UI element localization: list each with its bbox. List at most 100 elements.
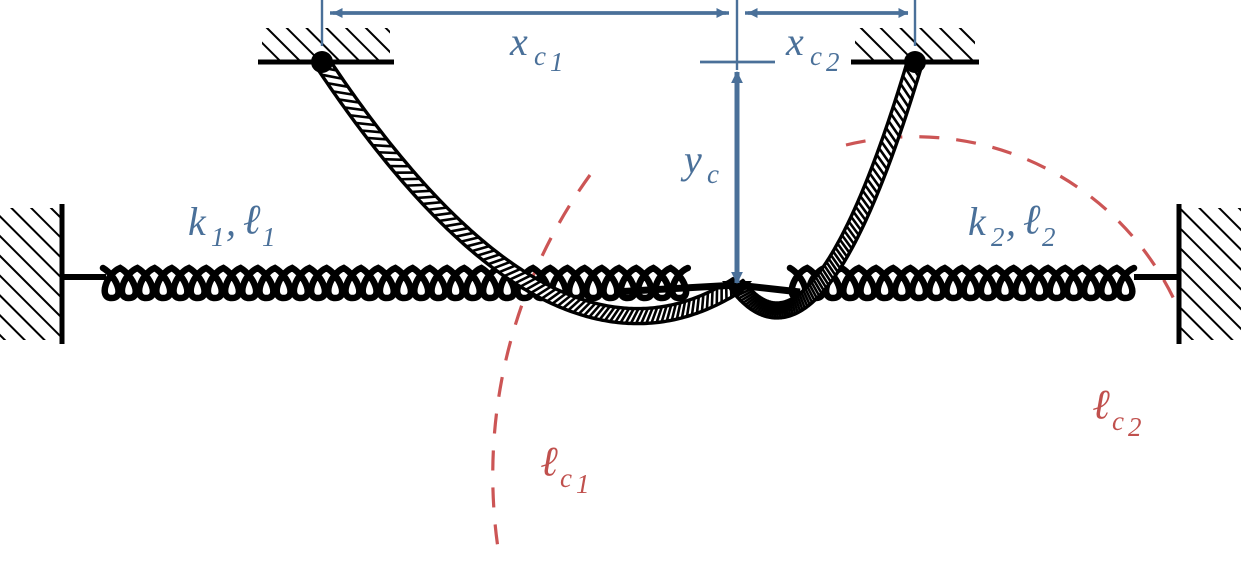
cable-strand	[810, 280, 821, 298]
cable-strand	[820, 267, 833, 284]
label-xc2-sub2: 2	[826, 47, 840, 77]
cable-strand	[690, 296, 696, 317]
spring-right-loops	[786, 264, 1138, 302]
label-l2-sub: 2	[1042, 222, 1056, 252]
cable-strand	[348, 113, 372, 120]
cable-strand	[459, 236, 481, 243]
cable-strand	[778, 301, 783, 320]
cable-strand	[790, 297, 797, 316]
label-spring-left-separator: ,	[226, 199, 236, 244]
cable-strand	[868, 171, 882, 189]
cable-strand	[582, 301, 597, 317]
cable-strand	[748, 296, 763, 310]
cable-strand	[382, 157, 405, 162]
cable-strand	[540, 287, 558, 300]
cable-strand	[415, 195, 438, 200]
cable-strand	[556, 294, 573, 308]
label-xc1-base: x	[509, 19, 528, 64]
cable-strand	[739, 291, 756, 303]
anchor-node-left	[311, 51, 333, 73]
spring-left-loops	[99, 264, 692, 302]
cable-strand	[842, 229, 856, 246]
cable-strand	[497, 264, 517, 274]
cable-strand	[845, 224, 858, 242]
cable-strand	[796, 293, 804, 312]
cable-strand	[593, 304, 607, 320]
cable-strand	[758, 300, 770, 316]
label-k2-sub: 2	[991, 222, 1005, 252]
cable-strand	[818, 270, 830, 287]
cable-strand	[827, 257, 840, 274]
cable-strand	[773, 301, 780, 320]
cable-strand	[481, 253, 502, 262]
cable-strand	[470, 244, 491, 253]
cable-strand	[775, 301, 781, 320]
label-lc1-base: ℓ	[541, 440, 559, 486]
cable-strand	[508, 270, 527, 282]
cable-strand	[655, 305, 664, 324]
cable-strand	[448, 226, 470, 233]
cable-strand	[781, 300, 785, 319]
cable-strand	[670, 302, 678, 322]
cables-group	[314, 56, 924, 326]
cable-strand	[619, 307, 631, 325]
cable-length-arc-right	[845, 135, 1192, 341]
cable-strand	[337, 98, 361, 104]
cable-strand	[798, 292, 807, 310]
cable-strand	[432, 211, 454, 217]
label-spring-right: k 2 , ℓ 2	[968, 198, 1056, 253]
cable-strand	[880, 140, 894, 158]
spring-right	[786, 264, 1138, 302]
cable-strand	[513, 274, 533, 285]
cable-strand	[812, 278, 823, 295]
cable-strand	[614, 306, 626, 324]
cable-strand	[896, 90, 911, 109]
cable-length-arc-left	[491, 174, 592, 561]
cable-strand	[763, 301, 773, 318]
cable-strand	[465, 240, 486, 248]
cable-strand	[847, 220, 861, 237]
cable-strand	[561, 295, 578, 310]
cable-strand	[426, 206, 449, 212]
cable-strand	[816, 273, 828, 290]
cable-strand	[840, 233, 854, 250]
cable-strand	[750, 297, 765, 312]
spring-left	[99, 264, 692, 302]
cable-strand	[566, 297, 583, 312]
cable-strand	[801, 289, 812, 306]
cable-strand	[325, 81, 350, 89]
cable-strand	[705, 291, 710, 311]
dimension-xc1	[320, 0, 729, 46]
wall-support-left	[0, 204, 106, 344]
cable-strand	[710, 289, 714, 309]
spring-coil-path	[786, 264, 1138, 302]
cable-strand	[695, 295, 701, 315]
cable-strand	[680, 300, 687, 320]
label-lc2-sub2: 2	[1128, 412, 1142, 442]
cable-strand	[856, 200, 870, 217]
cable-strand	[822, 264, 835, 281]
label-yc-sub: c	[707, 159, 719, 189]
cable-strand	[404, 183, 427, 187]
cable-strand	[741, 292, 758, 305]
cable-strand	[770, 301, 778, 319]
label-l1-base: ℓ	[243, 198, 261, 244]
anchor-node-right	[904, 51, 926, 73]
cable-strand	[784, 299, 789, 318]
label-lc1-sub2: 1	[576, 469, 590, 499]
cable-strand	[901, 74, 915, 94]
cable-strand	[794, 295, 802, 313]
cable-strand	[519, 277, 538, 288]
wall-support-right-hatch	[1181, 208, 1241, 340]
cable-strand	[545, 289, 563, 303]
cable-strand	[535, 285, 553, 298]
cable-strand	[603, 305, 617, 322]
label-xc2: x c 2	[785, 19, 840, 77]
cable-strand	[849, 215, 863, 232]
cable-strand	[359, 129, 383, 134]
cable-strand	[799, 290, 809, 308]
cable-strand	[889, 112, 903, 131]
cable-strand	[854, 205, 868, 222]
cable-strand	[806, 285, 816, 302]
